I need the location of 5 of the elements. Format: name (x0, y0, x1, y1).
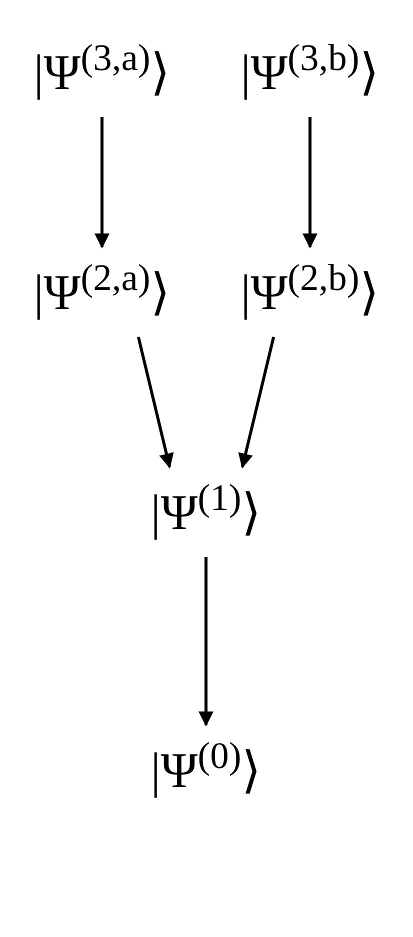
arrow (302, 117, 318, 248)
arrow (94, 117, 110, 248)
arrow (198, 557, 214, 726)
arrow (238, 336, 276, 468)
arrow (136, 336, 174, 468)
